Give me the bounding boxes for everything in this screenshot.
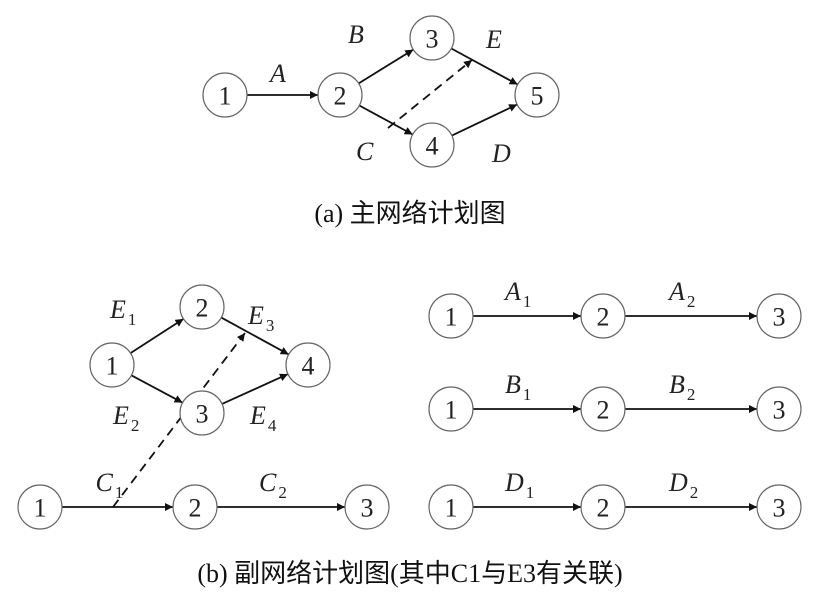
edge-D [451,103,518,137]
svg-text:2: 2 [597,494,610,523]
node-a-3: 3 [756,293,802,339]
svg-text:1: 1 [106,352,119,381]
edge-label-E: E [485,25,502,54]
edge-E1 [130,318,184,354]
svg-text:5: 5 [531,82,544,111]
node-a-5: 5 [514,72,560,118]
svg-text:3: 3 [773,396,786,425]
svg-text:1: 1 [445,303,458,332]
node-e-2: 2 [179,284,225,330]
edge-C [358,104,414,136]
node-d-1: 1 [428,484,474,530]
svg-text:2: 2 [189,494,202,523]
node-c-3: 3 [344,484,390,530]
svg-text:1: 1 [219,82,232,111]
edge-E4 [221,373,289,405]
svg-text:1: 1 [445,494,458,523]
edge-label-D: D [491,139,511,168]
svg-text:2: 2 [597,303,610,332]
node-a-1: 1 [428,293,474,339]
svg-text:4: 4 [302,352,315,381]
svg-text:3: 3 [361,494,374,523]
edge-label-C: C [356,137,374,166]
node-b-3: 3 [756,386,802,432]
svg-text:3: 3 [773,303,786,332]
svg-text:3: 3 [196,400,209,429]
node-c-2: 2 [172,484,218,530]
node-b-1: 1 [428,386,474,432]
node-a-3: 3 [409,15,455,61]
node-a-1: 1 [202,72,248,118]
caption-a: (a) 主网络计划图 [314,199,505,228]
c1-e3-link-arrow [112,332,246,508]
edge-label-A: A [268,59,286,88]
node-c-1: 1 [17,484,63,530]
node-a-2: 2 [317,72,363,118]
svg-text:2: 2 [597,396,610,425]
node-e-3: 3 [179,390,225,436]
svg-text:4: 4 [426,132,439,161]
edge-label-B: B [348,20,364,49]
svg-text:3: 3 [773,494,786,523]
svg-text:2: 2 [334,82,347,111]
edge-B [358,48,414,85]
dummy-dependency-arrow [387,59,473,129]
node-e-4: 4 [285,342,331,388]
node-a-2: 2 [580,293,626,339]
node-a-4: 4 [409,122,455,168]
svg-text:3: 3 [426,25,439,54]
node-d-2: 2 [580,484,626,530]
caption-b: (b) 副网络计划图(其中C1与E3有关联) [197,559,622,588]
node-b-2: 2 [580,386,626,432]
node-d-3: 3 [756,484,802,530]
svg-text:1: 1 [445,396,458,425]
edge-E [450,47,519,86]
svg-text:1: 1 [34,494,47,523]
svg-text:2: 2 [196,294,209,323]
edge-E2 [130,374,184,404]
node-e-1: 1 [89,342,135,388]
edge-E3 [220,316,290,356]
